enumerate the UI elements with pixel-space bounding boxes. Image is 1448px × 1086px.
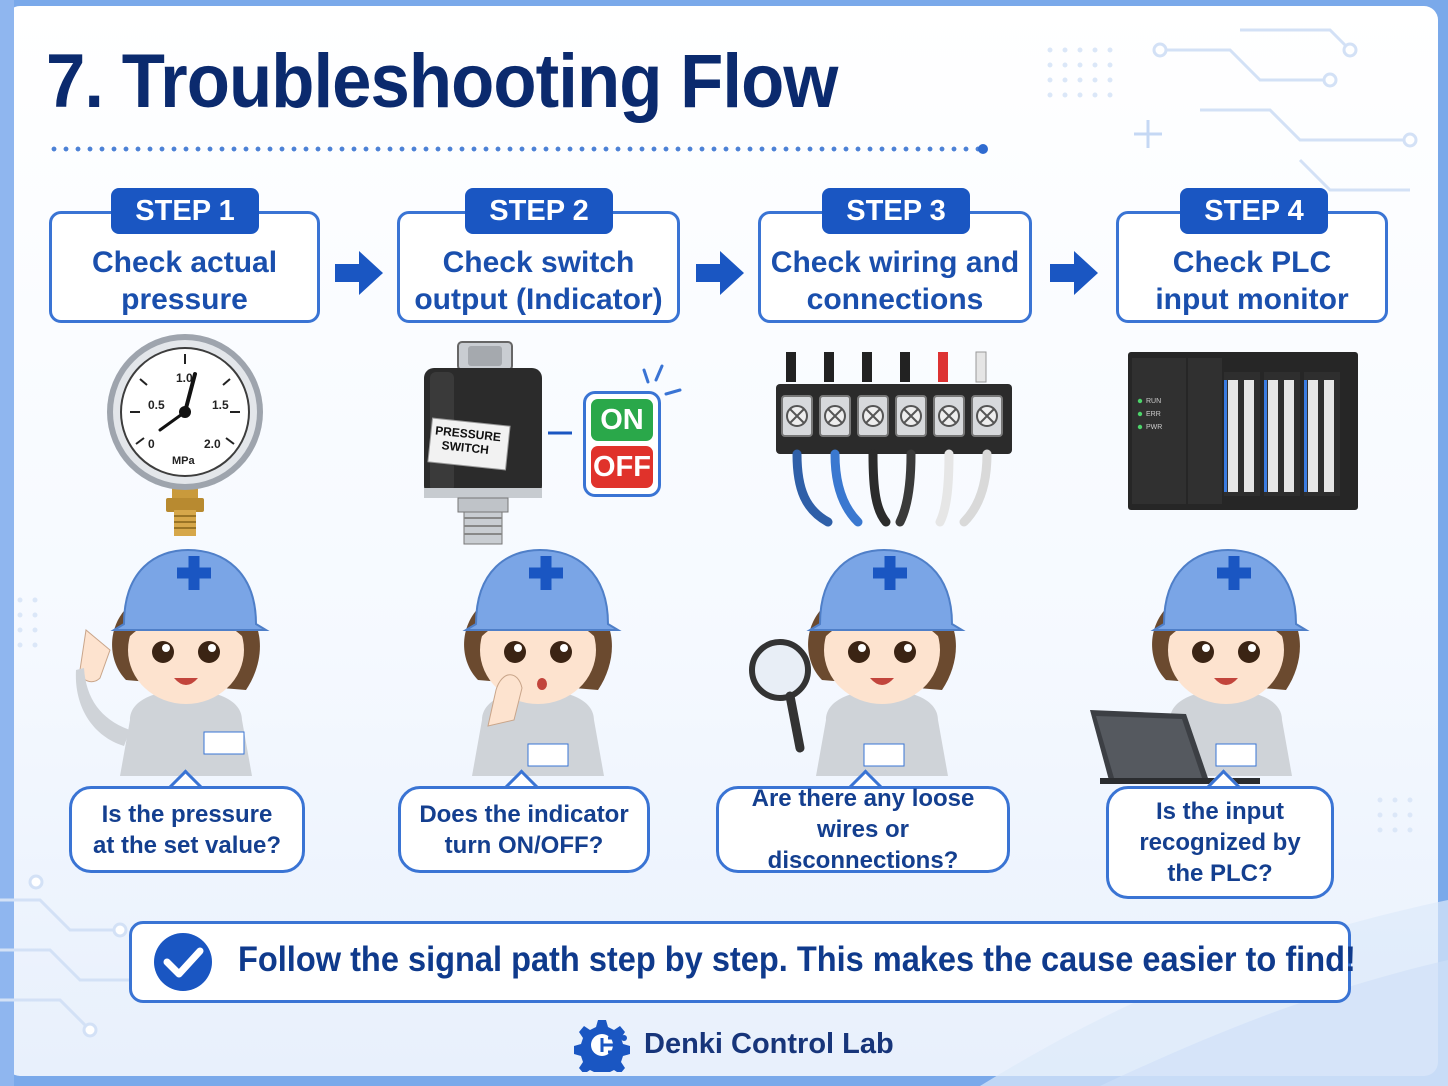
gauge-unit: MPa [172, 455, 196, 467]
indicator-off-lamp: OFF [591, 446, 653, 488]
arrow-right-icon [335, 251, 383, 295]
gauge-tick-label: 0 [148, 437, 155, 451]
gauge-tick-label: 2.0 [204, 437, 221, 451]
gear-circuit-logo-icon [574, 1020, 630, 1072]
step-3-question: Are there any loose wires or disconnecti… [716, 785, 1010, 874]
step-2-tag: STEP 2 [465, 188, 613, 234]
on-off-indicator: ON OFF [583, 391, 661, 497]
gauge-tick-label: 1.5 [212, 398, 229, 412]
gauge-tick-label: 1.0 [176, 371, 193, 385]
plc-led-label: ERR [1146, 411, 1161, 418]
pressure-gauge-icon: 0.5 1.0 1.5 2.0 0 MPa [107, 334, 263, 536]
tip-banner [129, 921, 1351, 1003]
gauge-tick-label: 0.5 [148, 398, 165, 412]
plc-unit-icon: RUN ERR PWR [1128, 352, 1358, 510]
step-4-title: Check PLC input monitor [1155, 246, 1349, 316]
step-4-tag: STEP 4 [1180, 188, 1328, 234]
plc-led-label: RUN [1146, 398, 1161, 405]
step-1-question: Is the pressure at the set value? [69, 786, 305, 873]
step-3-card: Check wiring and connections [758, 211, 1032, 323]
checkmark-icon [154, 933, 212, 991]
tip-message: Follow the signal path step by step. Thi… [238, 940, 1356, 979]
left-accent-stripe [0, 0, 14, 1086]
step-3-title: Check wiring and connections [770, 246, 1020, 316]
step-3-tag: STEP 3 [822, 188, 970, 234]
worker-pointing-icon [75, 548, 270, 776]
arrow-right-icon [696, 251, 744, 295]
worker-laptop-icon [1090, 548, 1310, 784]
plc-led-label: PWR [1146, 424, 1162, 431]
pressure-switch-icon: PRESSURESWITCH [424, 341, 542, 545]
terminal-block-icon [776, 351, 1012, 527]
title-underline-dots [48, 146, 986, 152]
title-underline-end [978, 144, 988, 154]
step-2-card: Check switch output (Indicator) [397, 211, 680, 323]
brand-name: Denki Control Lab [644, 1028, 894, 1060]
worker-magnifier-icon [749, 548, 966, 776]
step-1-tag: STEP 1 [111, 188, 259, 234]
worker-thinking-icon [462, 548, 622, 776]
step-2-title: Check switch output (Indicator) [414, 246, 663, 316]
indicator-on-lamp: ON [591, 399, 653, 441]
step-2-question: Does the indicator turn ON/OFF? [398, 786, 650, 873]
arrow-right-icon [1050, 251, 1098, 295]
step-1-title: Check actual pressure [91, 246, 278, 316]
page-title: 7. Troubleshooting Flow [46, 39, 838, 124]
pressure-switch-label: PRESSURESWITCH [433, 423, 502, 458]
step-4-question: Is the input recognized by the PLC? [1106, 786, 1334, 899]
indicator-spark-icon [642, 364, 682, 396]
connector-line [548, 431, 572, 435]
